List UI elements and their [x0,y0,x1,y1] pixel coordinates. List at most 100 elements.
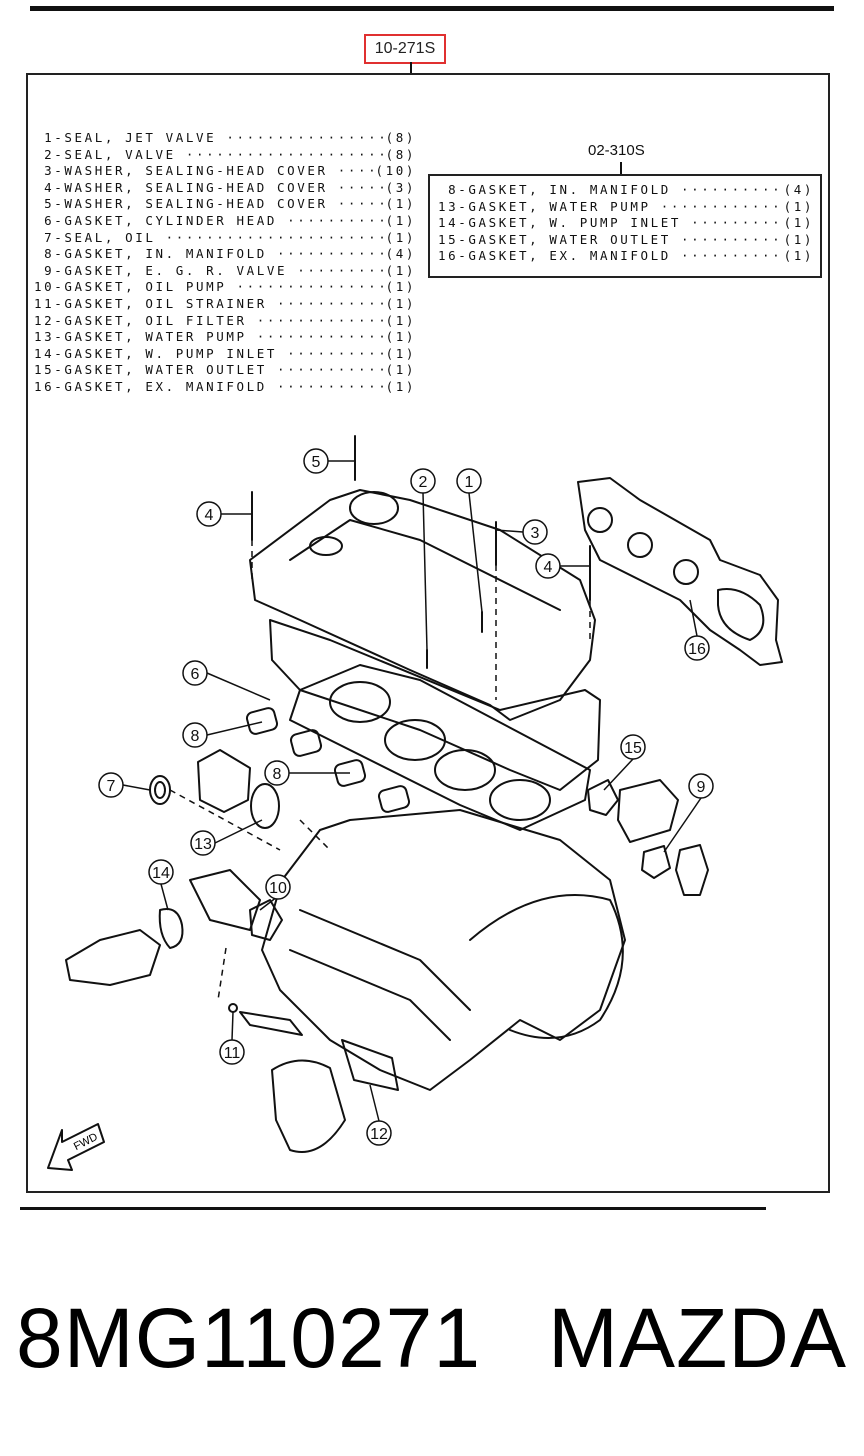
ex-port-4 [717,588,765,641]
reference-leader [410,62,412,74]
callout-leader [122,784,151,791]
part-row: 8-GASKET, IN. MANIFOLD(4) [438,182,814,199]
callout-leader [468,492,483,613]
part-row: 7-SEAL, OIL(1) [34,230,416,247]
callout-label: 9 [697,779,706,796]
callout-leader [422,492,428,651]
part-qty: (1) [385,345,416,361]
water-inlet [65,929,161,986]
water-pump-gasket [250,783,280,829]
fwd-arrow [47,1123,105,1171]
part-row: 9-GASKET, E. G. R. VALVE(1) [34,263,416,280]
part-row: 13-GASKET, WATER PUMP(1) [34,329,416,346]
reference-code: 10-271S [374,40,436,57]
part-qty: (1) [783,198,814,214]
part-name: 13-GASKET, WATER PUMP [34,329,384,346]
part-name: 6-GASKET, CYLINDER HEAD [34,213,384,230]
part-qty: (1) [385,295,416,311]
callout-leader [214,819,263,844]
part-row: 1-SEAL, JET VALVE(8) [34,130,416,147]
callout-leader [206,672,271,701]
head-cover [249,489,596,721]
plug-hole [309,536,343,556]
egr-gasket [641,845,671,879]
part-name: 14-GASKET, W. PUMP INLET [34,346,384,363]
part-name: 12-GASKET, OIL FILTER [34,313,384,330]
part-row: 6-GASKET, CYLINDER HEAD(1) [34,213,416,230]
part-row: 3-WASHER, SEALING-HEAD COVER(10) [34,163,416,180]
callout-circle [148,859,174,885]
part-name: 10-GASKET, OIL PUMP [34,279,384,296]
callout-leader [689,599,698,637]
oil-pump [189,869,261,931]
callout-leader [231,1011,234,1041]
callout-label: 4 [544,559,553,576]
part-qty: (1) [385,312,416,328]
cylinder-head [269,619,601,791]
part-qty: (1) [783,231,814,247]
part-qty: (1) [385,378,416,394]
ex-manifold-gasket [577,477,783,666]
part-qty: (1) [385,262,416,278]
block-rib-2 [289,949,451,1041]
callout-label: 13 [194,836,212,853]
part-row: 13-GASKET, WATER PUMP(1) [438,199,814,216]
callout-leader [603,758,634,791]
top-rule [30,6,834,11]
callout-circle [410,468,436,494]
intake-gasket-4 [377,785,411,813]
bore-4 [489,779,551,821]
sub-kit-code: 02-310S [588,142,645,159]
parts-list: 1-SEAL, JET VALVE(8) 2-SEAL, VALVE(8) 3-… [34,130,416,396]
part-row: 14-GASKET, W. PUMP INLET(1) [438,215,814,232]
callout-circle [522,519,548,545]
callout-leader [663,797,702,853]
part-qty: (4) [783,182,814,197]
part-qty: (1) [385,279,416,295]
callout-label: 16 [688,641,706,658]
part-qty: (1) [385,196,416,212]
part-row: 16-GASKET, EX. MANIFOLD(1) [438,248,814,265]
water-inlet-gasket [158,908,184,949]
intake-gasket-1 [245,707,279,735]
callout-circle [98,772,124,798]
part-row: 2-SEAL, VALVE(8) [34,147,416,164]
callout-label: 15 [624,740,642,757]
bore-2 [384,719,446,761]
part-name: 7-SEAL, OIL [34,230,384,247]
callout-circle [366,1120,392,1146]
water-outlet [617,779,679,843]
oil-filter-gasket [341,1039,399,1091]
footer-part-number: 8MG110271 [16,1291,482,1385]
callout-label: 12 [370,1126,388,1143]
callout-circle [303,448,329,474]
cylinder-block [261,809,626,1091]
part-row: 10-GASKET, OIL PUMP(1) [34,279,416,296]
part-row: 4-WASHER, SEALING-HEAD COVER(3) [34,180,416,197]
part-name: 3-WASHER, SEALING-HEAD COVER [34,163,373,180]
callout-circle [182,722,208,748]
part-row: 15-GASKET, WATER OUTLET(1) [34,362,416,379]
ex-port-2 [627,532,653,558]
part-name: 8-GASKET, IN. MANIFOLD [438,182,782,199]
callout-leader [206,721,263,736]
part-name: 5-WASHER, SEALING-HEAD COVER [34,196,384,213]
intake-gasket-3 [333,759,367,787]
ex-port-3 [673,559,699,585]
callout-circle [456,468,482,494]
block-rib-1 [299,909,471,1011]
part-name: 4-WASHER, SEALING-HEAD COVER [34,180,384,197]
part-qty: (1) [783,215,814,231]
oil-strainer [239,1011,303,1036]
callout-circle [182,660,208,686]
oil-filler-cap [349,491,399,525]
callout-label: 10 [269,880,287,897]
part-row: 12-GASKET, OIL FILTER(1) [34,313,416,330]
sub-kit-list: 8-GASKET, IN. MANIFOLD(4)13-GASKET, WATE… [438,182,814,265]
part-row: 15-GASKET, WATER OUTLET(1) [438,232,814,249]
part-qty: (1) [783,248,814,264]
callout-label: 1 [465,474,474,491]
reference-code-box[interactable]: 10-271S [364,34,446,64]
part-qty: (8) [385,130,416,145]
